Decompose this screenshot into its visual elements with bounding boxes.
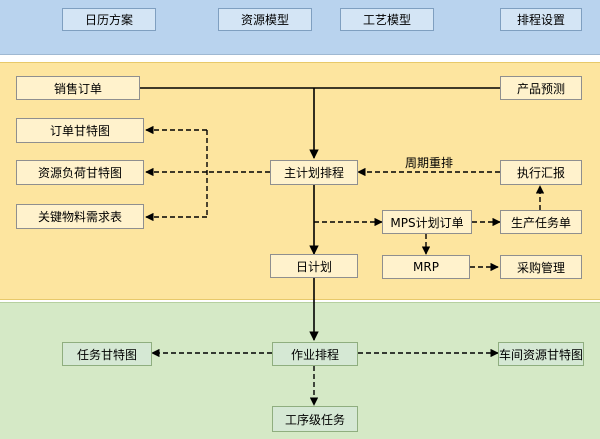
master-schedule-node[interactable]: 主计划排程 [270,160,358,185]
order-gantt-node[interactable]: 订单甘特图 [16,118,144,143]
process-model-node[interactable]: 工艺模型 [340,8,434,31]
resource-model-node[interactable]: 资源模型 [218,8,312,31]
mps-order-node[interactable]: MPS计划订单 [382,210,472,234]
task-gantt-node[interactable]: 任务甘特图 [62,342,152,366]
schedule-settings-node[interactable]: 排程设置 [500,8,582,31]
periodic-reschedule-label: 周期重排 [405,156,454,170]
daily-plan-node[interactable]: 日计划 [270,254,358,278]
key-material-table-node[interactable]: 关键物料需求表 [16,204,144,229]
production-task-node[interactable]: 生产任务单 [500,210,582,234]
resource-load-gantt-node[interactable]: 资源负荷甘特图 [16,160,144,185]
job-scheduling-node[interactable]: 作业排程 [272,342,358,366]
sales-order-node[interactable]: 销售订单 [16,76,140,100]
execution-report-node[interactable]: 执行汇报 [500,160,582,185]
product-forecast-node[interactable]: 产品预测 [500,76,582,100]
mrp-node[interactable]: MRP [382,255,470,279]
purchase-management-node[interactable]: 采购管理 [500,255,582,279]
workshop-resource-gantt-node[interactable]: 车间资源甘特图 [498,342,584,366]
operation-task-node[interactable]: 工序级任务 [272,406,358,432]
calendar-scheme-node[interactable]: 日历方案 [62,8,156,31]
